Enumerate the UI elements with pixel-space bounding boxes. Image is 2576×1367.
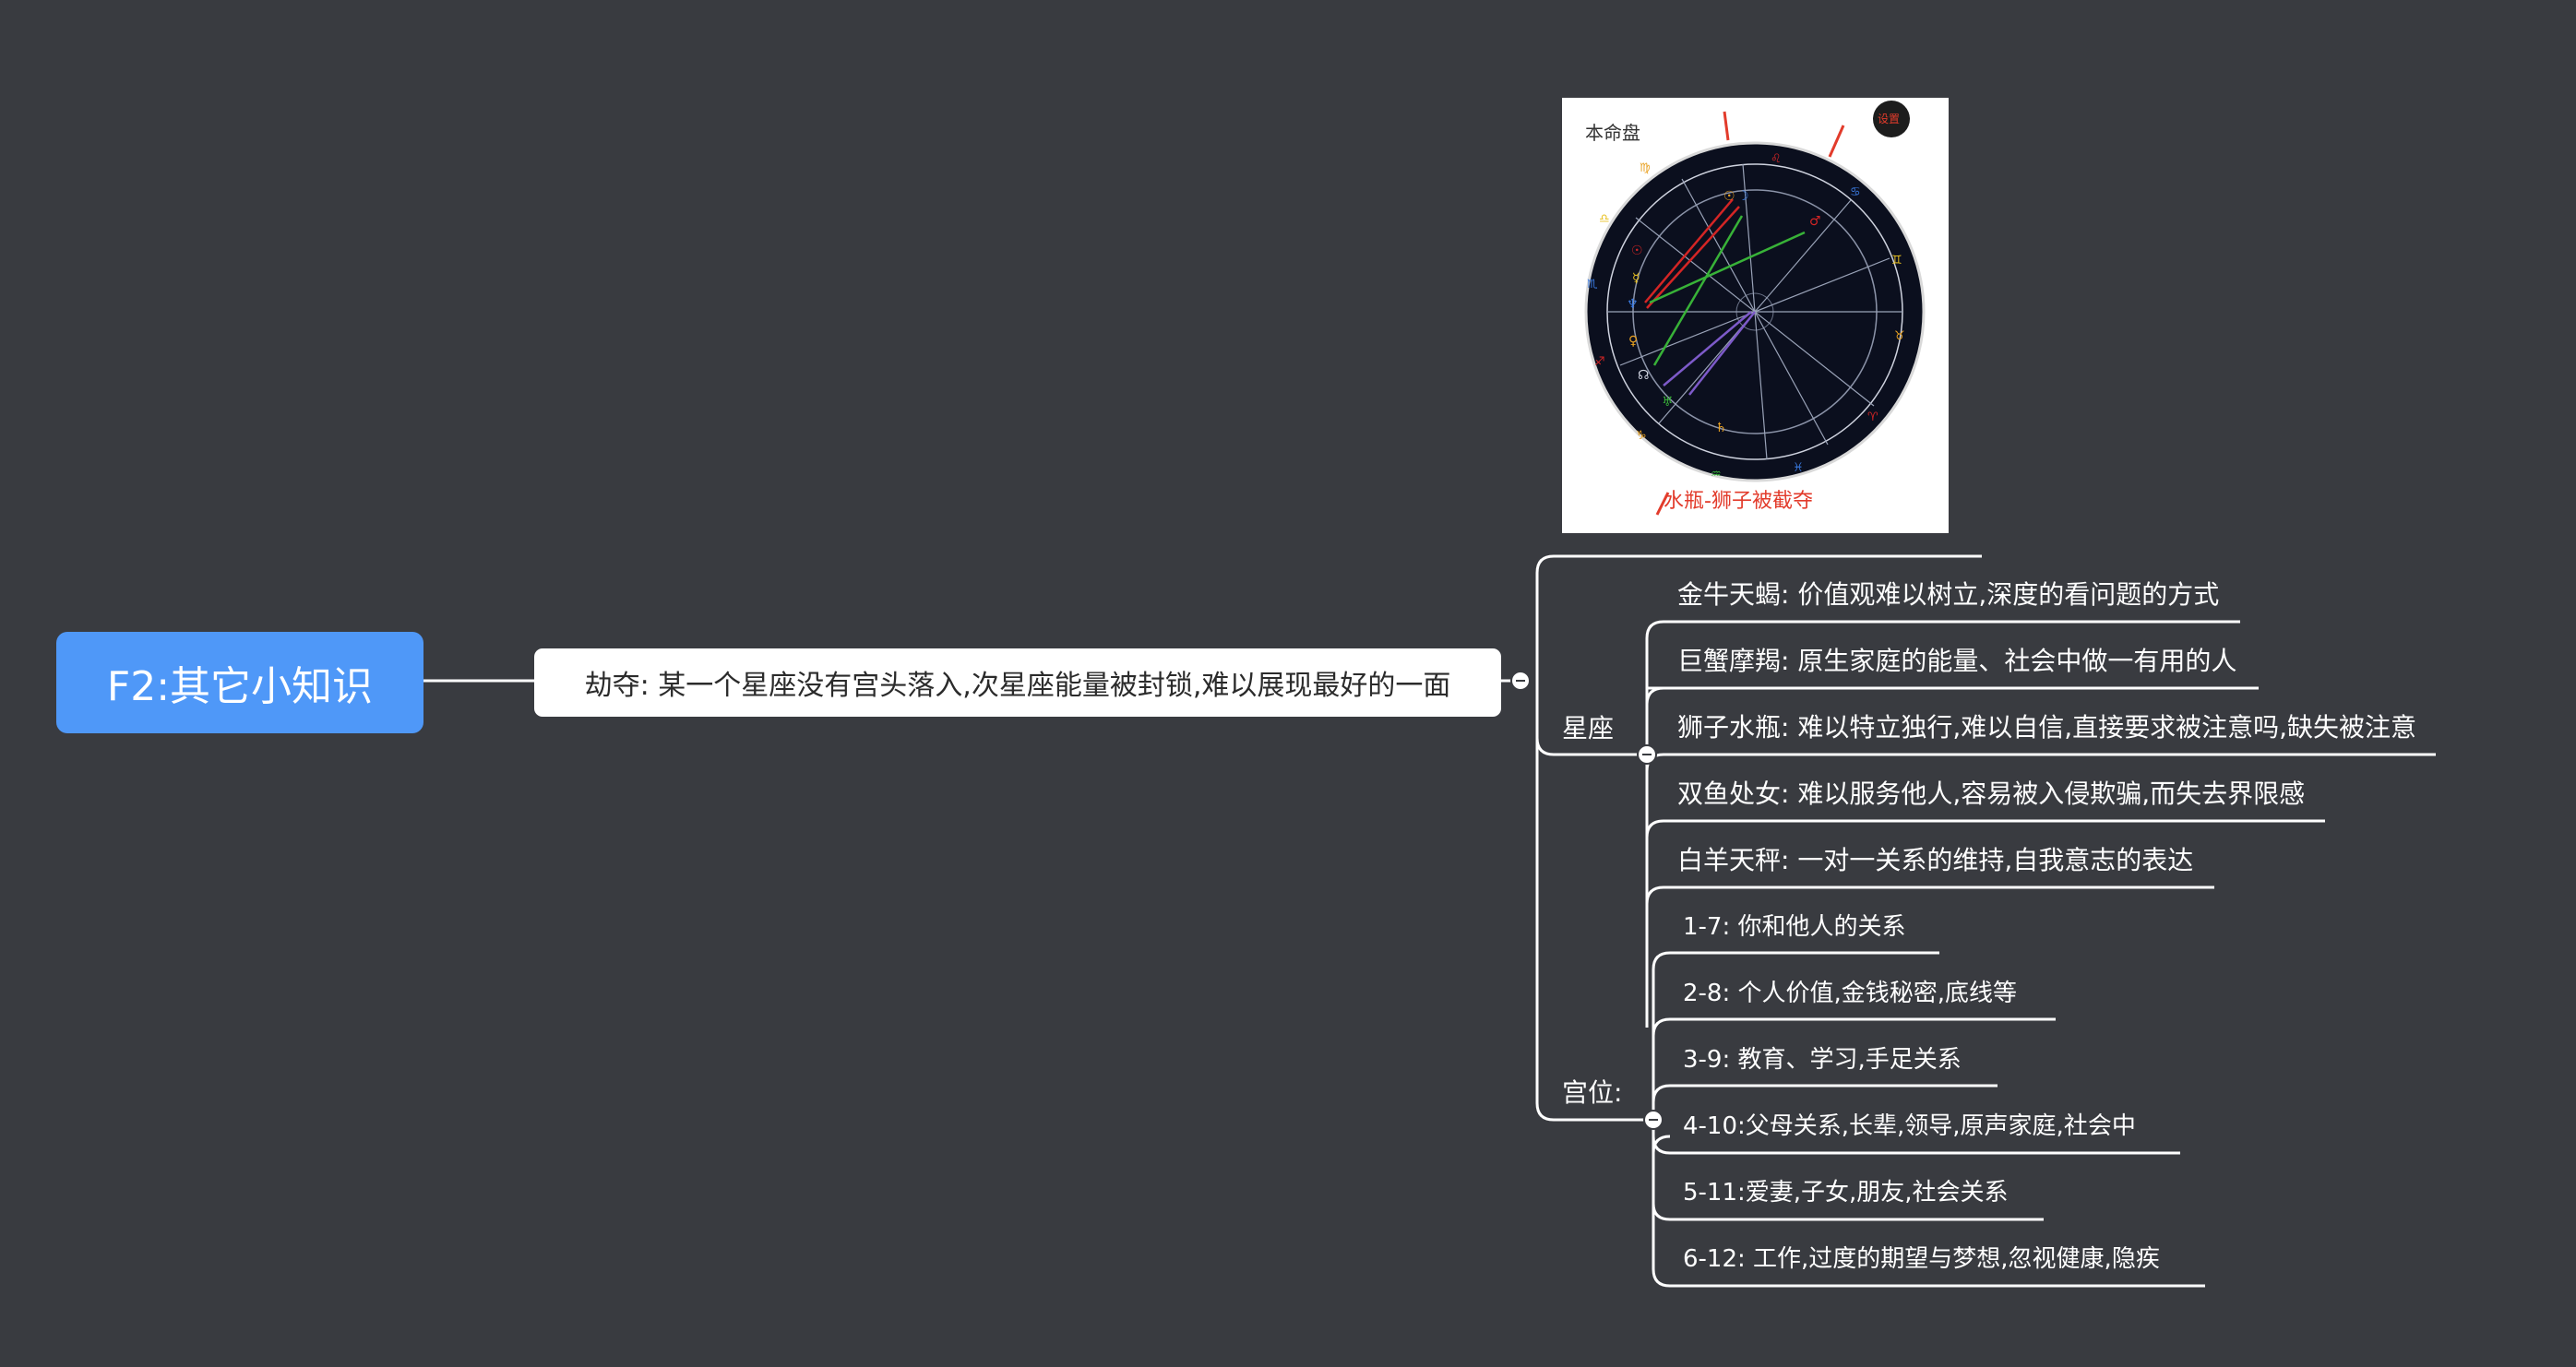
settings-badge-icon [1873,101,1910,137]
svg-text:☽: ☽ [1737,189,1749,204]
house-item[interactable]: 2-8: 个人价值,金钱秘密,底线等 [1683,980,2018,1007]
svg-text:♂: ♂ [1809,214,1821,229]
sign-item[interactable]: 双鱼处女: 难以服务他人,容易被入侵欺骗,而失去界限感 [1677,779,2306,809]
svg-text:♒: ♒ [1711,468,1722,481]
sign-item[interactable]: 白羊天秤: 一对一关系的维持,自我意志的表达 [1677,845,2194,875]
settings-badge-label[interactable]: 设置 [1878,113,1901,125]
svg-text:♅: ♅ [1662,395,1674,410]
svg-text:♏: ♏ [1587,278,1598,291]
svg-text:♊: ♊ [1891,254,1902,267]
house-item[interactable]: 4-10:父母关系,长辈,领导,原声家庭,社会中 [1683,1112,2136,1140]
svg-text:♍: ♍ [1640,161,1651,175]
house-item[interactable]: 6-12: 工作,过度的期望与梦想,忽视健康,隐疾 [1683,1245,2160,1273]
root-topic-label: F2:其它小知识 [106,663,374,710]
svg-text:☊: ☊ [1638,368,1649,383]
natal-chart-graphic: ♍ ♌ ♋ ♊ ♉ ♈ ♓ ♒ ♑ ♐ ♏ ♎ ☉ ☽ ♂ ☉ ☿ ♆ ♀ ☊ … [1584,101,1926,516]
sign-item[interactable]: 狮子水瓶: 难以特立独行,难以自信,直接要求被注意吗,缺失被注意 [1677,712,2417,743]
svg-text:♆: ♆ [1627,297,1639,312]
svg-text:☿: ☿ [1632,271,1640,286]
house-item[interactable]: 1-7: 你和他人的关系 [1683,913,1906,941]
svg-text:♀: ♀ [1628,334,1638,349]
sign-item[interactable]: 巨蟹摩羯: 原生家庭的能量、社会中做一有用的人 [1677,646,2237,676]
sign-item[interactable]: 金牛天蝎: 价值观难以树立,深度的看问题的方式 [1677,579,2220,610]
main-topic[interactable]: 劫夺: 某一个星座没有宫头落入,次星座能量被封锁,难以展现最好的一面 [534,648,1501,717]
collapse-toggle-houses[interactable] [1643,1110,1664,1130]
chart-heading: 本命盘 [1585,122,1640,144]
svg-text:☉: ☉ [1723,189,1735,204]
svg-text:♓: ♓ [1793,461,1804,475]
natal-chart-image[interactable]: ♍ ♌ ♋ ♊ ♉ ♈ ♓ ♒ ♑ ♐ ♏ ♎ ☉ ☽ ♂ ☉ ☿ ♆ ♀ ☊ … [1562,98,1949,533]
svg-text:♐: ♐ [1594,355,1605,369]
svg-text:♄: ♄ [1715,421,1727,435]
chart-caption: 水瓶-狮子被截夺 [1664,490,1813,513]
root-topic[interactable]: F2:其它小知识 [56,632,423,733]
group-label-houses[interactable]: 宫位: [1562,1077,1623,1108]
collapse-toggle-signs[interactable] [1637,744,1657,765]
svg-text:♋: ♋ [1850,185,1861,199]
svg-text:☉: ☉ [1631,244,1643,258]
group-label-signs[interactable]: 星座 [1562,713,1615,743]
svg-text:♌: ♌ [1771,152,1782,166]
house-item[interactable]: 3-9: 教育、学习,手足关系 [1683,1046,1962,1074]
svg-text:♈: ♈ [1867,410,1878,424]
svg-text:♎: ♎ [1599,212,1610,226]
house-item[interactable]: 5-11:爱妻,子女,朋友,社会关系 [1683,1179,2009,1207]
svg-text:♉: ♉ [1894,329,1905,343]
svg-text:♑: ♑ [1636,429,1647,443]
collapse-toggle-main[interactable] [1510,671,1531,691]
main-topic-label: 劫夺: 某一个星座没有宫头落入,次星座能量被封锁,难以展现最好的一面 [584,670,1451,702]
